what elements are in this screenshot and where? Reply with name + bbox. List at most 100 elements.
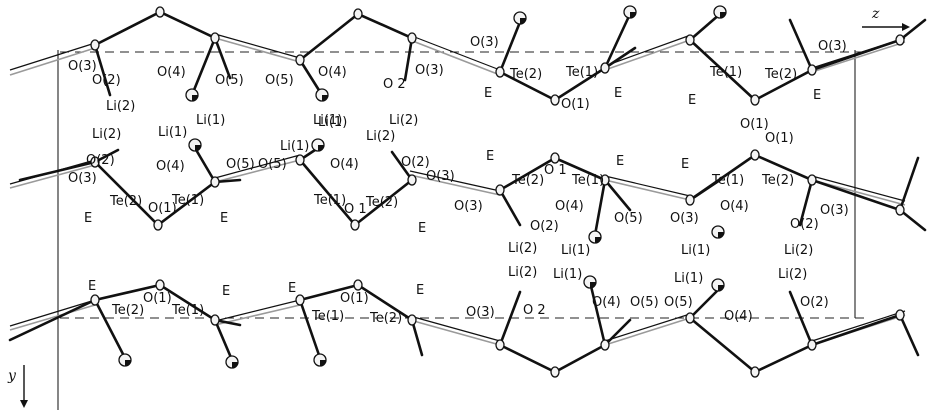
li-atom [711,225,725,239]
atom-label: O(5) [630,295,659,310]
atom-label: O(4) [592,295,621,310]
atom-label: Li(1) [674,271,703,286]
atom-label: Li(2) [106,99,135,114]
li-atom [513,11,527,25]
atom-label: O(4) [555,199,584,214]
atom-label: E [418,221,426,236]
li-atom [225,355,239,369]
atom-label: E [813,88,821,103]
li-atom [623,5,637,19]
atom-label: O(5) [265,73,294,88]
atom-label: E [688,93,696,108]
atom-label: O(2) [790,217,819,232]
atom-label: O 2 [383,77,406,92]
atom-label: Li(2) [508,241,537,256]
li-atom [311,138,325,152]
li-atom [583,275,597,289]
atom-label: Te(1) [565,65,598,80]
atom-label: O(1) [740,117,769,132]
atoms [90,5,905,378]
atom-label: O(3) [466,305,495,320]
z-axis-label: z [871,6,880,22]
atom-label: E [486,149,494,164]
atom-label: Li(2) [508,265,537,280]
atom-label: Li(1) [553,267,582,282]
unit-cell-outline [57,50,870,410]
atom-label: E [288,281,296,296]
atom-label: Li(1) [280,139,309,154]
atom-label: Te(2) [511,173,544,188]
atom-label: Te(2) [761,173,794,188]
atom-label: Te(1) [571,173,604,188]
atom-label: Te(1) [171,193,204,208]
atom-labels: O(3) O(2) O(4) O(5) O(5) O(4) O(3) O 2 O… [7,6,880,384]
atom-label: O(3) [68,171,97,186]
atom-label: O(3) [670,211,699,226]
atom-label: O(1) [561,97,590,112]
atom-label: O(2) [401,155,430,170]
te-o-bonds [8,10,927,374]
atom-label: O(4) [724,309,753,324]
atom-label: Li(1) [158,125,187,140]
atom-label: Te(1) [711,173,744,188]
atom-label: O(3) [426,169,455,184]
atom-label: O(1) [765,131,794,146]
atom-label: Te(1) [313,193,346,208]
atom-label: Li(2) [778,267,807,282]
atom-label: E [220,211,228,226]
atom-label: E [681,157,689,172]
atom-label: O(3) [818,39,847,54]
atom-label: Li(1) [318,115,347,130]
atom-label: Li(1) [561,243,590,258]
atom-label: O(3) [820,203,849,218]
atom-label: O(3) [454,199,483,214]
atom-label: O(1) [143,291,172,306]
atom-label: Li(2) [366,129,395,144]
atom-label: O(2) [92,73,121,88]
atom-label: Te(2) [365,195,398,210]
atom-label: Te(1) [709,65,742,80]
atom-label: O(4) [720,199,749,214]
atom-label: E [614,86,622,101]
atom-label: E [222,284,230,299]
atom-label: E [616,154,624,169]
li-atom [713,5,727,19]
atom-label: O 1 [344,202,367,217]
atom-label: O(4) [318,65,347,80]
y-axis-label: y [7,368,17,384]
li-atom [315,88,329,102]
atom-label: Te(2) [764,67,797,82]
atom-label: Li(1) [681,243,710,258]
atom-label: O(5) [258,157,287,172]
atom-label: Te(1) [171,303,204,318]
atom-label: O 2 [523,303,546,318]
atom-label: O(4) [156,159,185,174]
axis-arrows [20,23,910,408]
atom-label: Li(2) [784,243,813,258]
atom-label: Te(2) [109,194,142,209]
atom-label: O(5) [226,157,255,172]
atom-label: Te(2) [509,67,542,82]
atom-label: O(5) [664,295,693,310]
atom-label: O(4) [330,157,359,172]
atom-label: Te(2) [369,311,402,326]
atom-label: Li(2) [92,127,121,142]
atom-label: Li(1) [196,113,225,128]
atom-label: O(1) [340,291,369,306]
li-atom [185,88,199,102]
atom-label: Te(2) [111,303,144,318]
atom-label: O(5) [215,73,244,88]
atom-label: O(2) [800,295,829,310]
atom-label: E [88,279,96,294]
atom-label: O(1) [148,201,177,216]
atom-label: Te(1) [311,309,344,324]
atom-label: Li(1) [313,113,342,128]
atom-label: O 1 [544,163,567,178]
atom-label: O(4) [157,65,186,80]
atom-label: O(2) [530,219,559,234]
atom-label: E [84,211,92,226]
atom-label: E [484,86,492,101]
li-atom [188,138,202,152]
atom-label: O(3) [68,59,97,74]
